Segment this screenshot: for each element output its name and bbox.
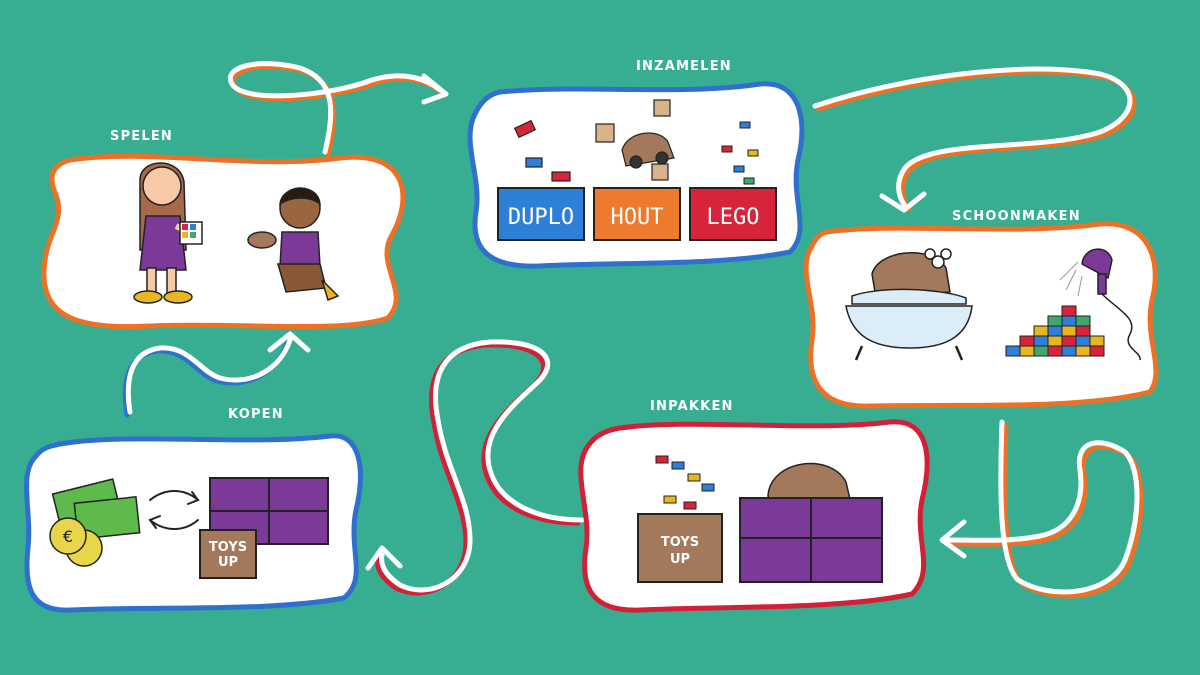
bin-duplo-label: DUPLO [508, 205, 574, 230]
cleaned-lego-stack [1005, 305, 1105, 357]
falling-wooden-toys [595, 99, 675, 181]
card-spelen-border [41, 153, 406, 330]
girl-playing-illustration [133, 162, 203, 304]
euro-coins-icon: € [49, 517, 103, 567]
bin-hout-label: HOUT [611, 205, 664, 230]
step-title-schoonmaken: SCHOONMAKEN [952, 209, 1081, 224]
small-crate-text-line2: UP [218, 555, 238, 570]
falling-bricks-into-crate [655, 455, 715, 510]
step-title-inzamelen: INZAMELEN [636, 59, 732, 74]
bin-lego: LEGO [689, 187, 777, 241]
step-title-spelen: SPELEN [110, 129, 173, 144]
card-schoonmaken: SCHOONMAKEN [803, 209, 1159, 409]
crate-text-line2: UP [670, 552, 690, 567]
bathtub-car-illustration [845, 248, 973, 361]
toys-up-small-crate: TOYS UP [199, 529, 257, 579]
step-title-inpakken: INPAKKEN [650, 399, 734, 414]
hairdryer-icon [1059, 248, 1141, 361]
card-inpakken: INPAKKEN TOYS UP [578, 399, 930, 613]
bin-hout: HOUT [593, 187, 681, 241]
exchange-arrows-icon [148, 490, 200, 530]
sorting-bins: DUPLO HOUT LEGO [497, 187, 777, 241]
car-in-purple-box [739, 462, 883, 583]
card-inzamelen: INZAMELEN DUPLO [467, 59, 805, 269]
money-bills-icon [51, 478, 141, 540]
falling-lego-bricks [721, 121, 759, 185]
connector-inpakken-kopen [365, 339, 585, 596]
coin-symbol: € [63, 527, 73, 546]
bin-lego-label: LEGO [707, 205, 760, 230]
small-crate-text-line1: TOYS [209, 540, 247, 555]
connector-spelen-inzamelen [227, 61, 449, 158]
bin-duplo: DUPLO [497, 187, 585, 241]
card-spelen: SPELEN [41, 129, 406, 330]
crate-text-line1: TOYS [661, 535, 699, 550]
connector-kopen-spelen [122, 331, 311, 418]
connector-inzamelen-schoonmaken [812, 66, 1137, 213]
connector-schoonmaken-inpakken [939, 419, 1144, 599]
step-title-kopen: KOPEN [228, 407, 284, 422]
toys-up-crate: TOYS UP [637, 513, 723, 583]
card-kopen: KOPEN € TOYS UP [24, 407, 363, 613]
falling-duplo-blocks [513, 119, 571, 182]
boy-playing-illustration [247, 187, 340, 302]
